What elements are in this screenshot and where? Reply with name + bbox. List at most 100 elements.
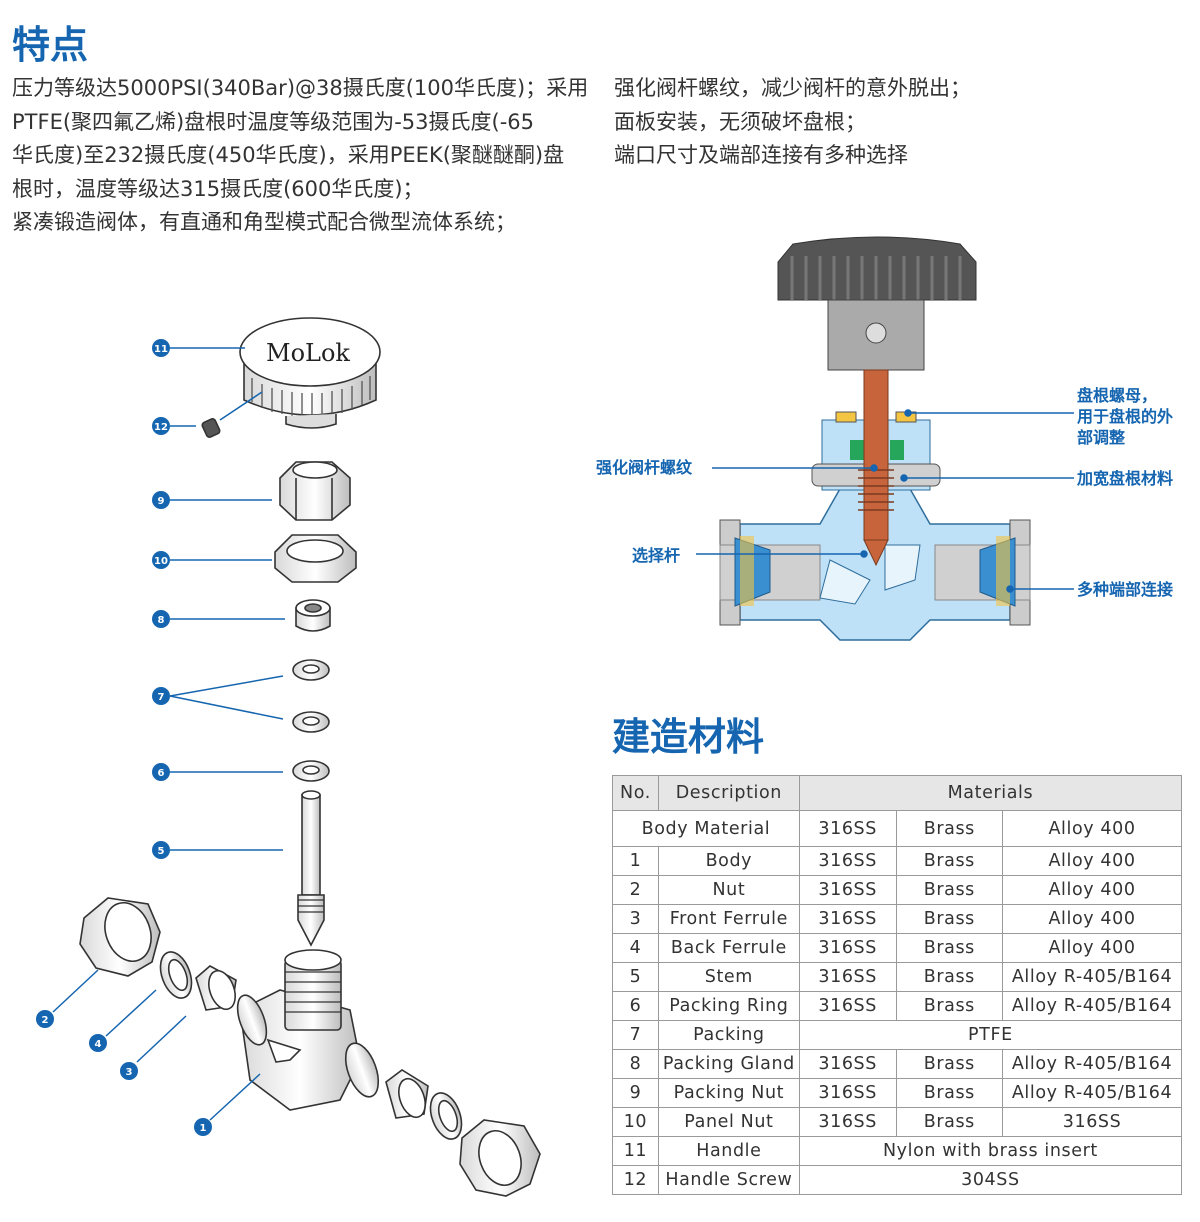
- valve-body: [236, 949, 380, 1111]
- table-subheader-row: Body Material 316SS Brass Alloy 400: [612, 810, 1182, 847]
- row-number: 9: [612, 1078, 659, 1108]
- feature-line: 根时，温度等级达315摄氏度(600华氏度)；: [12, 176, 424, 201]
- row-number: 3: [612, 904, 659, 934]
- row-description: Handle: [657, 1136, 800, 1166]
- callout-line: 部调整: [1077, 428, 1126, 447]
- row-material-alloy: Alloy R-405/B164: [1002, 1049, 1182, 1079]
- row-description: Nut: [657, 875, 800, 905]
- row-material-alloy: Alloy R-405/B164: [1002, 962, 1182, 992]
- packing-ring: [292, 760, 330, 782]
- table-header-row: No. Description Materials: [612, 775, 1183, 811]
- packing-rings: [292, 659, 330, 733]
- brand-logo: MoLok: [266, 339, 350, 367]
- row-description: Packing: [657, 1020, 800, 1050]
- col-header-materials: Materials: [798, 775, 1183, 811]
- feature-line: 强化阀杆螺纹，减少阀杆的意外脱出；: [614, 76, 971, 100]
- part-badge-10: 10: [154, 556, 168, 567]
- feature-line: 紧凑锻造阀体，有直通和角型模式配合微型流体系统；: [12, 210, 516, 234]
- row-number: 2: [612, 875, 659, 905]
- row-material-alloy: Alloy R-405/B164: [1002, 991, 1182, 1021]
- packing-nut: [279, 461, 351, 521]
- row-material-all: PTFE: [798, 1020, 1183, 1050]
- row-material-316ss: 316SS: [798, 1107, 897, 1137]
- row-material-316ss: 316SS: [798, 875, 897, 905]
- materials-heading: 建造材料: [612, 715, 765, 759]
- row-number: 11: [612, 1136, 659, 1166]
- row-material-316ss: 316SS: [798, 1078, 897, 1108]
- callout-wide-packing: 加宽盘根材料: [1077, 469, 1174, 488]
- row-description: Panel Nut: [657, 1107, 800, 1137]
- row-number: 1: [612, 846, 659, 876]
- feature-line: 华氏度)至232摄氏度(450华氏度)，采用PEEK(聚醚醚酮)盘: [12, 143, 565, 167]
- part-badge-12: 12: [154, 422, 168, 433]
- row-material-alloy: Alloy R-405/B164: [1002, 1078, 1182, 1108]
- row-number: 10: [612, 1107, 659, 1137]
- callout-selector-stem: 选择杆: [632, 546, 681, 565]
- row-number: 12: [612, 1165, 659, 1195]
- panel-nut: [274, 534, 357, 583]
- row-description: Handle Screw: [657, 1165, 800, 1195]
- row-number: 8: [612, 1049, 659, 1079]
- row-number: 6: [612, 991, 659, 1021]
- back-ferrule: [159, 951, 193, 999]
- part-badge-7: 7: [158, 692, 165, 703]
- row-material-alloy: Alloy 400: [1002, 933, 1182, 963]
- row-material-316ss: 316SS: [798, 962, 897, 992]
- feature-line: 压力等级达5000PSI(340Bar)@38摄氏度(100华氏度)；采用: [12, 76, 589, 100]
- col-header-no: No.: [612, 775, 659, 811]
- row-material-alloy: Alloy 400: [1002, 875, 1182, 905]
- body-material-label: Body Material: [612, 810, 800, 847]
- row-number: 7: [612, 1020, 659, 1050]
- row-material-brass: Brass: [895, 991, 1004, 1021]
- row-material-brass: Brass: [895, 962, 1004, 992]
- row-material-alloy: Alloy 400: [1002, 904, 1182, 934]
- part-badge-1: 1: [200, 1123, 207, 1134]
- row-material-alloy: Alloy 400: [1002, 846, 1182, 876]
- row-material-316ss: 316SS: [798, 1049, 897, 1079]
- features-right-text: 强化阀杆螺纹，减少阀杆的意外脱出； 面板安装，无须破坏盘根； 端口尺寸及端部连接…: [614, 72, 1174, 173]
- front-ferrule: [195, 965, 237, 1011]
- row-material-all: 304SS: [798, 1165, 1183, 1195]
- row-material-brass: Brass: [895, 1107, 1004, 1137]
- part-badge-9: 9: [158, 496, 165, 507]
- handle-screw: [201, 417, 221, 439]
- callout-packing-nut: 盘根螺母， 用于盘根的外 部调整: [1077, 385, 1173, 448]
- row-description: Packing Ring: [657, 991, 800, 1021]
- right-fittings: [385, 1069, 541, 1197]
- part-badge-5: 5: [158, 846, 165, 857]
- valve-stem: [297, 790, 325, 947]
- row-material-alloy: 316SS: [1002, 1107, 1182, 1137]
- material-col-3: Alloy 400: [1002, 810, 1182, 847]
- row-number: 4: [612, 933, 659, 963]
- row-material-brass: Brass: [895, 904, 1004, 934]
- feature-line: 端口尺寸及端部连接有多种选择: [614, 143, 908, 167]
- part-badge-8: 8: [158, 615, 165, 626]
- row-number: 5: [612, 962, 659, 992]
- row-description: Front Ferrule: [657, 904, 800, 934]
- row-material-brass: Brass: [895, 846, 1004, 876]
- row-material-316ss: 316SS: [798, 933, 897, 963]
- exploded-view-diagram: MoLok 11 12 9 10 8 7: [36, 317, 541, 1197]
- features-left-text: 压力等级达5000PSI(340Bar)@38摄氏度(100华氏度)；采用 PT…: [12, 72, 592, 240]
- row-material-brass: Brass: [895, 875, 1004, 905]
- row-material-brass: Brass: [895, 933, 1004, 963]
- row-material-all: Nylon with brass insert: [798, 1136, 1183, 1166]
- callout-line: 盘根螺母，: [1077, 386, 1158, 405]
- cross-section-diagram: [696, 236, 1074, 641]
- part-badge-4: 4: [95, 1039, 102, 1050]
- row-material-brass: Brass: [895, 1049, 1004, 1079]
- feature-line: PTFE(聚四氟乙烯)盘根时温度等级范围为-53摄氏度(-65: [12, 109, 535, 134]
- packing-gland: [295, 599, 331, 632]
